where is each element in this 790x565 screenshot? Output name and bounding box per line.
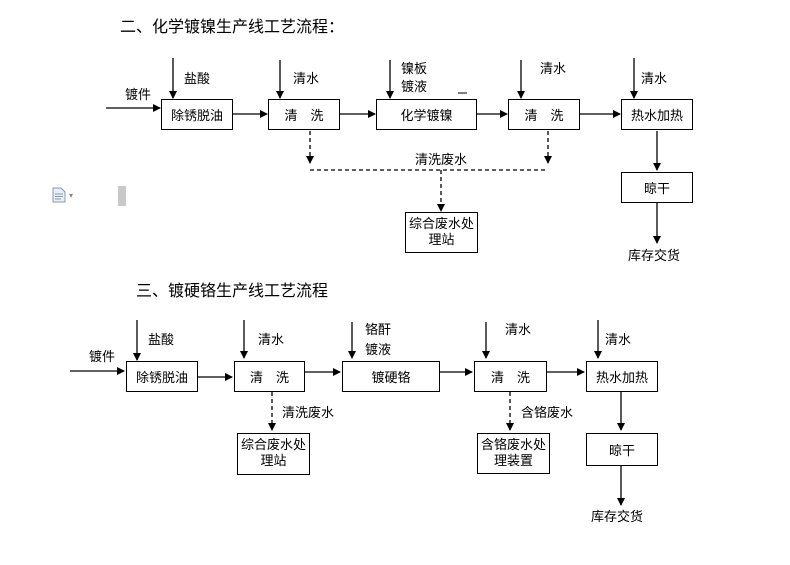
treatment-box-chrome: 含铬废水处 理装置 (477, 433, 550, 474)
treatment-line: 理站 (260, 454, 287, 469)
process-box-rinse: 清 洗 (234, 361, 305, 392)
process-box-hot-water: 热水加热 (621, 99, 693, 130)
input-label: 镍板 (401, 62, 428, 77)
chevron-down-icon[interactable]: ▾ (69, 191, 74, 200)
text-cursor (118, 186, 126, 206)
input-label: 盐酸 (148, 333, 175, 348)
treatment-line: 含铬废水处 (480, 437, 546, 453)
treatment-line: 综合废水处 (408, 216, 474, 232)
process-box-rinse: 清 洗 (268, 99, 340, 130)
waste-label: 清洗废水 (415, 153, 468, 168)
treatment-line: 理装置 (493, 453, 533, 469)
input-label: 镀液 (365, 343, 392, 358)
section2-title: 三、镀硬铬生产线工艺流程 (136, 281, 329, 300)
input-label: 清水 (258, 333, 285, 348)
input-label: 铬酐 (365, 323, 392, 338)
process-box-nickel-plating: 化学镀镍 (376, 99, 477, 130)
process-box-chrome-plating: 镀硬铬 (342, 361, 440, 392)
process-box-derust: 除锈脱油 (161, 99, 233, 130)
section2-input-label: 镀件 (89, 350, 116, 365)
process-box-rinse: 清 洗 (508, 99, 580, 130)
section1-input-label: 镀件 (125, 88, 152, 103)
input-label: 清水 (293, 72, 320, 87)
process-box-dry: 晾干 (586, 433, 658, 466)
process-box-hot-water: 热水加热 (586, 361, 658, 392)
output-label: 库存交货 (591, 510, 644, 525)
waste-label: 清洗废水 (282, 406, 335, 421)
treatment-box-general: 综合废水处 理站 (237, 433, 310, 475)
section1-title: 二、化学镀镍生产线工艺流程： (120, 17, 345, 36)
treatment-box-general: 综合废水处 理站 (405, 212, 478, 253)
waste-label: 含铬废水 (521, 406, 574, 421)
input-label: 镀液 (401, 80, 428, 95)
input-label: 清水 (505, 323, 532, 338)
input-label: 清水 (641, 72, 668, 87)
process-box-dry: 晾干 (621, 172, 693, 203)
treatment-line: 综合废水处 (240, 438, 306, 453)
input-label: 清水 (540, 62, 567, 77)
document-icon[interactable] (52, 187, 66, 203)
input-label: 清水 (605, 333, 632, 348)
process-box-rinse: 清 洗 (474, 361, 547, 392)
process-box-derust: 除锈脱油 (126, 361, 198, 392)
output-label: 库存交货 (628, 249, 681, 264)
treatment-line: 理站 (428, 232, 455, 248)
input-label: 盐酸 (184, 72, 211, 87)
